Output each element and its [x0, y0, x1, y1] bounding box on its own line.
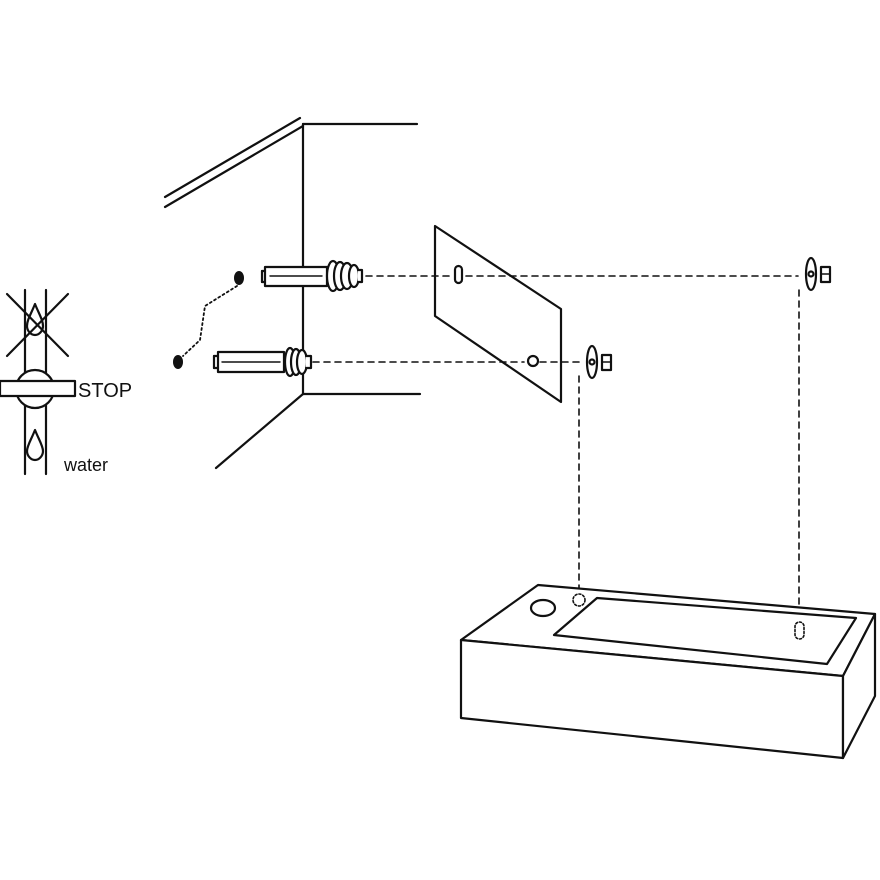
lower-bolt-and-plug — [212, 346, 313, 378]
mounting-plate — [433, 224, 563, 404]
hidden-mounting-slot-right — [794, 621, 805, 640]
crossed-out-water-drop-icon — [5, 292, 70, 358]
drill-holes — [173, 271, 244, 369]
plate-hole-lower — [526, 354, 540, 368]
alignment-guides — [312, 275, 800, 625]
stop-label: STOP — [78, 380, 132, 402]
lower-washer-and-nut — [585, 344, 613, 380]
upper-washer-and-nut — [804, 256, 832, 292]
water-label: water — [63, 455, 108, 475]
tap-hole — [529, 598, 557, 618]
stop-valve-icon — [0, 368, 77, 410]
washbasin — [459, 583, 877, 760]
water-drop-icon — [25, 428, 45, 462]
hidden-mounting-hole-left — [572, 593, 586, 607]
drill-hole-connector — [182, 285, 238, 357]
basin-bowl — [552, 596, 858, 666]
basin-side-face — [841, 612, 877, 760]
drill-hole-upper — [234, 271, 244, 285]
water-pipe — [23, 288, 48, 476]
water-stop-instruction: STOP water — [0, 288, 132, 476]
drill-hole-lower — [173, 355, 183, 369]
upper-bolt-and-plug — [260, 259, 364, 293]
plate-slot-upper — [453, 264, 464, 285]
wall-outline — [163, 116, 422, 470]
